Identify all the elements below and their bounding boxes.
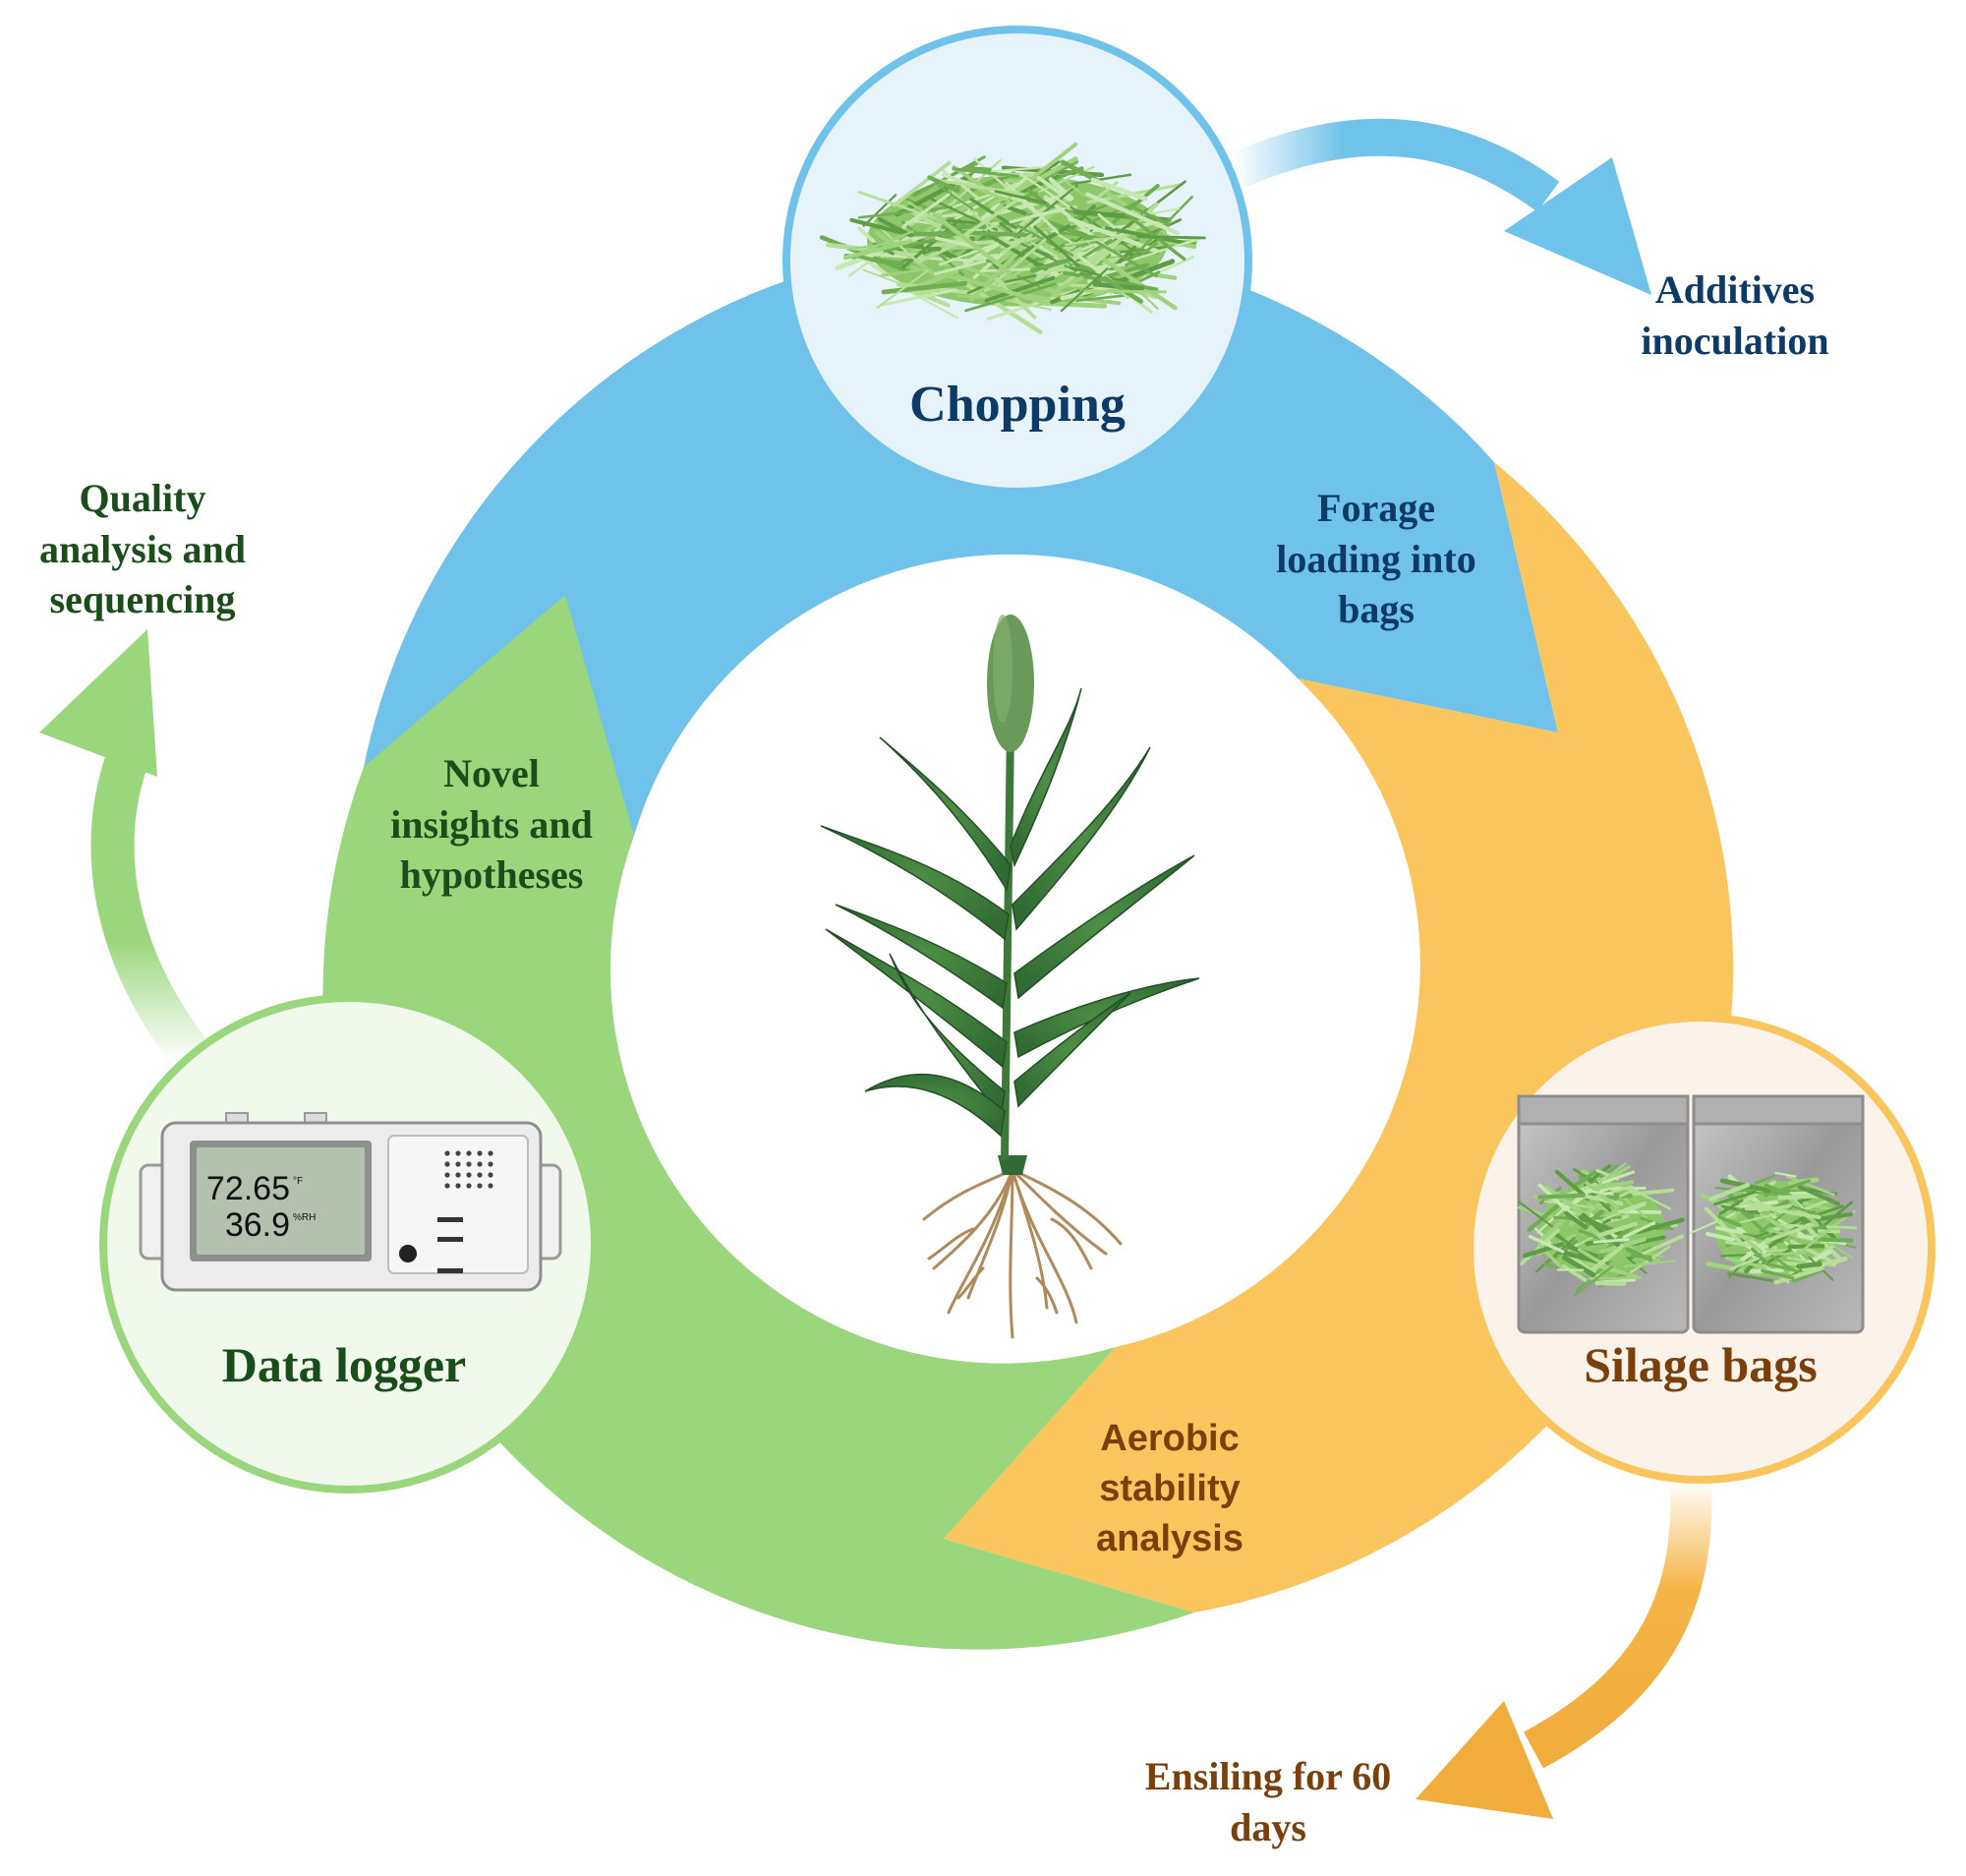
humidity-reading: 36.9 [225,1206,290,1244]
temperature-reading: 72.65 [206,1170,290,1207]
svg-text:analysis: analysis [1096,1518,1243,1559]
data-logger-icon: 72.65 °F 36.9 %RH [139,1112,562,1292]
stage-silage-bags: Silage bags [1466,1014,1936,1484]
svg-text:loading into: loading into [1276,537,1475,581]
label-forage-loading: Forage loading into bags [1276,486,1475,631]
arrow-ensiling [1416,1479,1712,1819]
svg-text:insights and: insights and [390,802,593,847]
humidity-unit: %RH [293,1212,316,1223]
stage-data-logger: 72.65 °F 36.9 %RH Data logger [99,994,599,1494]
logger-screen [197,1147,365,1255]
sorghum-plant-icon [820,615,1200,1339]
svg-text:Quality: Quality [80,476,206,520]
speaker-grille [444,1150,493,1189]
data-logger-label: Data logger [222,1337,467,1392]
arrow-quality [39,629,214,1076]
svg-text:days: days [1230,1805,1306,1849]
label-aerobic-stability: Aerobic stability analysis [1096,1418,1243,1559]
chopped-forage-icon [819,142,1206,334]
svg-text:Additives: Additives [1655,267,1815,312]
label-novel-insights: Novel insights and hypotheses [390,751,593,897]
svg-text:Novel: Novel [443,751,540,795]
ring-segment-blue [364,242,1558,836]
inner-disc [624,565,1411,1352]
chopping-label: Chopping [909,377,1126,433]
svg-text:bags: bags [1338,587,1415,631]
svg-text:Aerobic: Aerobic [1100,1418,1239,1459]
svg-text:Ensiling for 60: Ensiling for 60 [1145,1754,1391,1798]
silage-bags-label: Silage bags [1584,1337,1818,1392]
svg-text:analysis and: analysis and [39,527,246,571]
stage-chopping: Chopping [782,26,1252,496]
label-ensiling: Ensiling for 60 days [1145,1754,1391,1849]
arrow-additives [1226,118,1651,295]
svg-text:hypotheses: hypotheses [400,852,584,897]
silage-bag-icon [1517,1094,1865,1334]
svg-text:sequencing: sequencing [50,577,236,621]
label-additives: Additives inoculation [1641,267,1828,363]
temperature-unit: °F [293,1176,303,1187]
svg-text:Forage: Forage [1317,486,1435,530]
svg-text:stability: stability [1099,1468,1241,1509]
svg-text:inoculation: inoculation [1641,319,1828,363]
logger-button [399,1245,417,1262]
label-quality: Quality analysis and sequencing [39,476,246,621]
